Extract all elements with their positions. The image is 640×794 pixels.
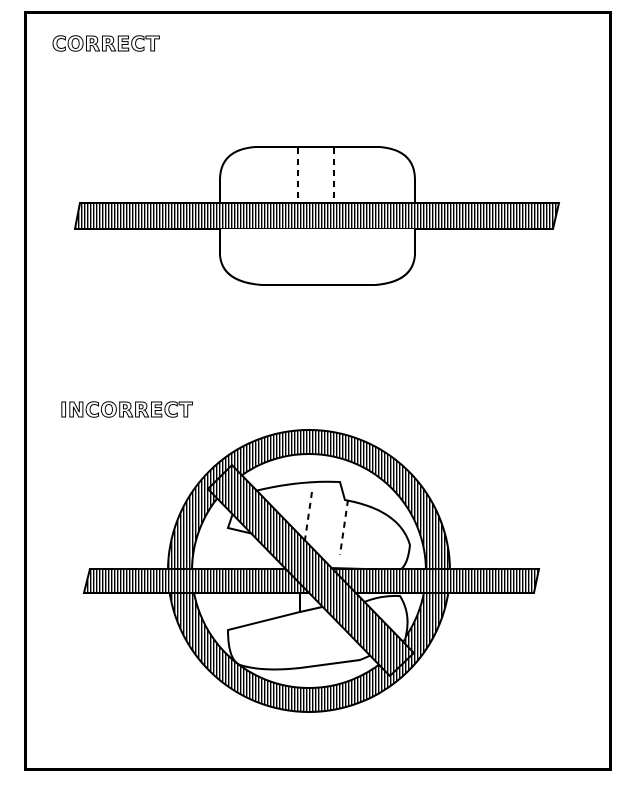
incorrect-example xyxy=(82,429,541,713)
prohibition-slash xyxy=(206,463,416,678)
incorrect-fold-line-left xyxy=(304,491,313,541)
correct-example xyxy=(73,146,561,286)
correct-upper-lobe xyxy=(219,146,416,203)
incorrect-fold-line-right xyxy=(339,499,349,556)
incorrect-heading: INCORRECT xyxy=(59,398,194,422)
correct-heading: CORRECT xyxy=(52,32,160,56)
correct-lower-lobe xyxy=(219,229,416,286)
correct-bar xyxy=(73,202,561,230)
